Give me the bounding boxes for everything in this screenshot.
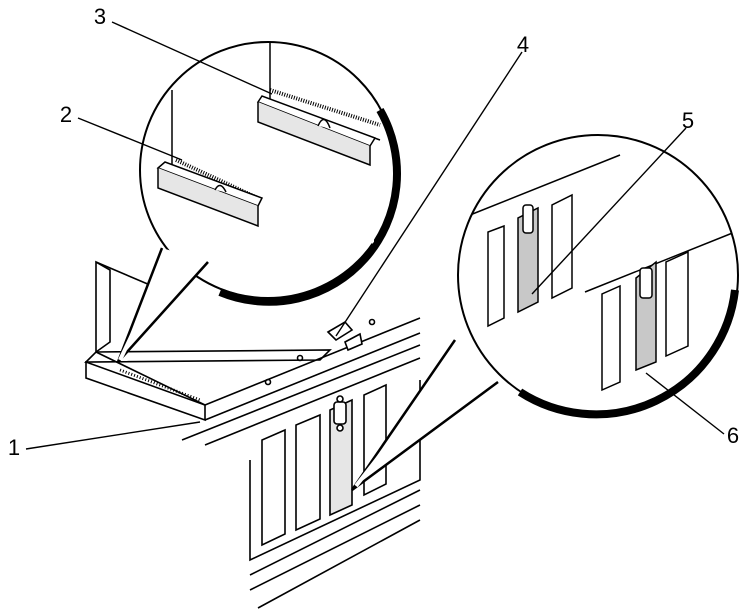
callout-1: 1 — [8, 435, 20, 460]
callout-leaders — [25, 21, 725, 450]
callout-6: 6 — [727, 423, 739, 448]
callout-5: 5 — [682, 108, 694, 133]
callout-3: 3 — [94, 4, 106, 29]
callout-2: 2 — [60, 102, 72, 127]
detail-bubble-right — [350, 134, 739, 492]
callout-4: 4 — [517, 32, 529, 57]
callout-labels: 1 2 3 4 5 6 — [8, 4, 739, 460]
detail-bubble-top — [116, 41, 401, 363]
chassis-back-panel — [84, 260, 421, 609]
